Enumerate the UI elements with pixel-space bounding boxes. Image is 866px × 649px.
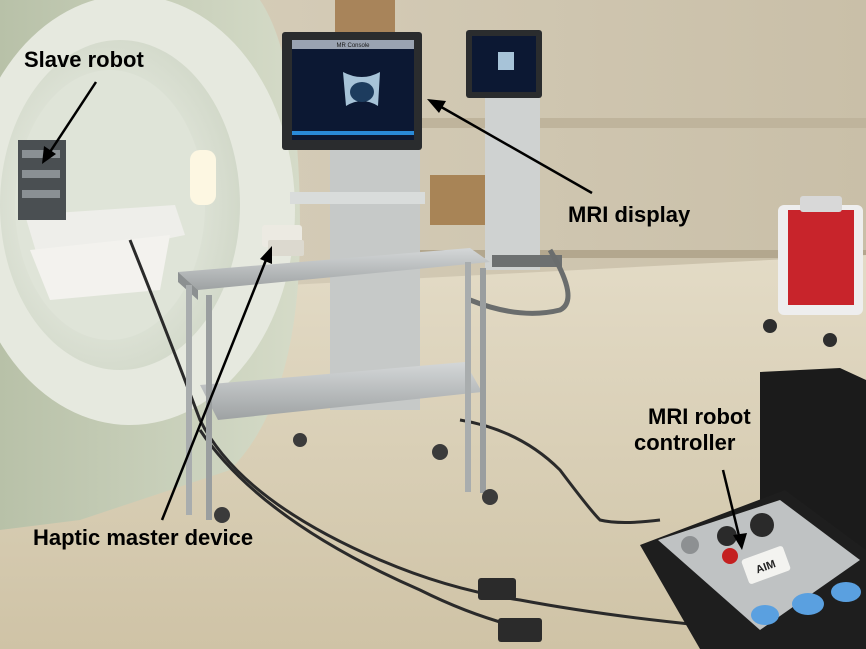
wooden-door-panel xyxy=(335,0,395,32)
cardboard-box xyxy=(430,175,485,225)
label-mri-display: MRI display xyxy=(568,202,691,227)
mri-robot-controller-case: AIM xyxy=(640,368,866,649)
label-slave-robot: Slave robot xyxy=(24,47,144,72)
wall-baseboard xyxy=(400,250,866,258)
label-mri-robot-controller-line2: controller xyxy=(634,430,736,455)
sharps-container xyxy=(763,196,863,347)
label-mri-robot-controller: MRI robot controller xyxy=(634,404,751,456)
cable-connector-2 xyxy=(498,618,542,642)
steel-cart xyxy=(178,225,498,523)
monitor-title-bar: MR Console xyxy=(336,43,370,49)
wall-rail xyxy=(420,118,866,128)
cable-connector-1 xyxy=(478,578,516,600)
floor-cables xyxy=(128,239,701,634)
second-monitor xyxy=(466,30,562,270)
mri-display-monitor: MR Console xyxy=(282,32,425,410)
label-haptic-master-device: Haptic master device xyxy=(33,525,254,550)
label-mri-robot-controller-line1: MRI robot xyxy=(648,404,751,429)
annotation-arrows xyxy=(42,81,747,550)
mri-scanner xyxy=(0,0,300,530)
